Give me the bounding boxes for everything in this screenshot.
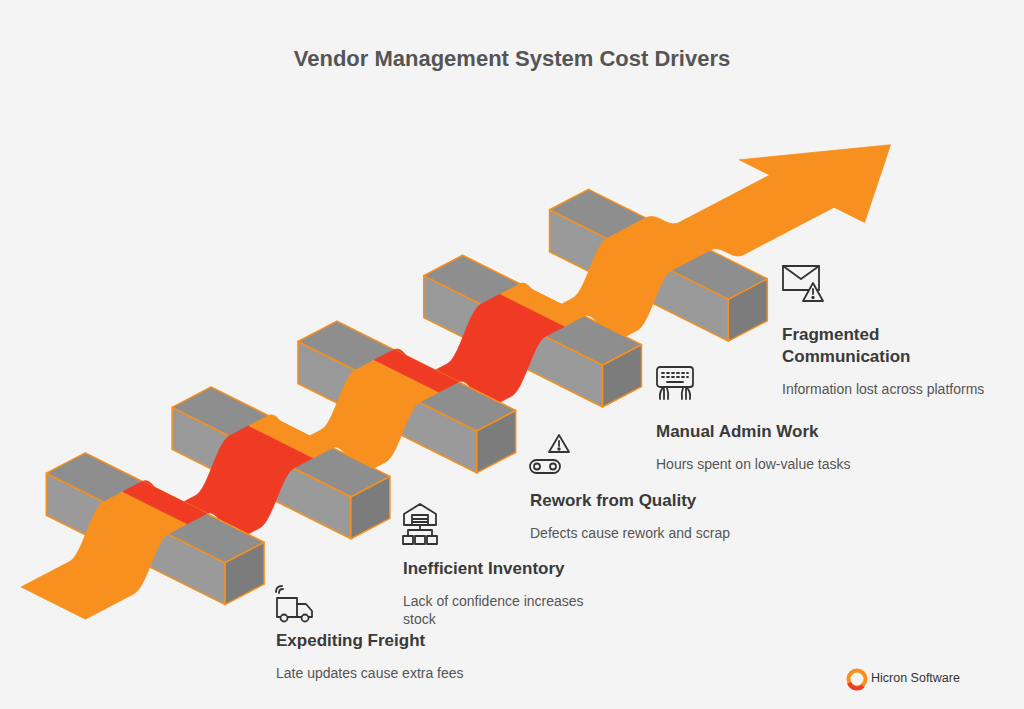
typing-hand: [660, 387, 669, 399]
cost-ribbon: [21, 145, 890, 619]
driver-description: Late updates cause extra fees: [276, 664, 536, 682]
conveyor-belt: [530, 460, 560, 473]
stock-box: [415, 536, 425, 544]
stock-box: [403, 536, 413, 544]
driver-heading: Expediting Freight: [276, 630, 516, 652]
brand-logo: [849, 671, 866, 689]
truck-icon: [276, 586, 312, 622]
driver-description: Lack of confidence increases stock: [403, 592, 603, 628]
warning-dot: [558, 448, 560, 450]
rework-icon: [530, 435, 569, 473]
stock-box: [427, 536, 437, 544]
cost-driver: Fragmented CommunicationInformation lost…: [782, 324, 1012, 398]
driver-heading: Rework from Quality: [530, 490, 770, 512]
truck-wheel: [302, 615, 309, 622]
driver-heading: Fragmented Communication: [782, 324, 942, 368]
driver-description: Hours spent on low-value tasks: [656, 455, 906, 473]
truck-wheel: [281, 615, 288, 622]
warehouse-door: [412, 515, 428, 525]
envelope-icon: [783, 266, 823, 301]
distribution-line: [408, 525, 432, 536]
diagram-title: Vendor Management System Cost Drivers: [0, 46, 1024, 72]
keyboard-icon: [657, 367, 693, 399]
ribbon-segment: [21, 502, 168, 619]
warehouse-roof: [404, 504, 436, 525]
driver-description: Information lost across platforms: [782, 380, 1012, 398]
envelope-flap: [783, 266, 819, 279]
warning-dot: [812, 297, 814, 299]
warning-mark: [812, 289, 814, 294]
driver-heading: Inefficient Inventory: [403, 558, 613, 580]
signal-arc: [279, 589, 283, 593]
cost-driver: Inefficient InventoryLack of confidence …: [403, 558, 613, 628]
driver-heading: Manual Admin Work: [656, 421, 896, 443]
truck-body: [277, 598, 297, 617]
conveyor-roller: [550, 464, 556, 470]
warning-triangle: [803, 283, 823, 301]
conveyor-roller: [534, 464, 540, 470]
warehouse-icon: [403, 504, 437, 544]
warning-triangle: [549, 435, 569, 452]
keyboard-frame: [657, 367, 693, 387]
keyboard-keys: [662, 373, 688, 382]
cost-driver: Rework from QualityDefects cause rework …: [530, 490, 790, 542]
logo-ring-accent: [849, 683, 863, 689]
warning-mark: [558, 441, 560, 446]
driver-description: Defects cause rework and scrap: [530, 524, 790, 542]
signal-arc: [276, 586, 282, 592]
brand-name: Hicron Software: [871, 671, 960, 685]
cost-driver: Manual Admin WorkHours spent on low-valu…: [656, 421, 906, 473]
cost-driver: Expediting FreightLate updates cause ext…: [276, 630, 536, 682]
typing-hand: [682, 387, 691, 399]
